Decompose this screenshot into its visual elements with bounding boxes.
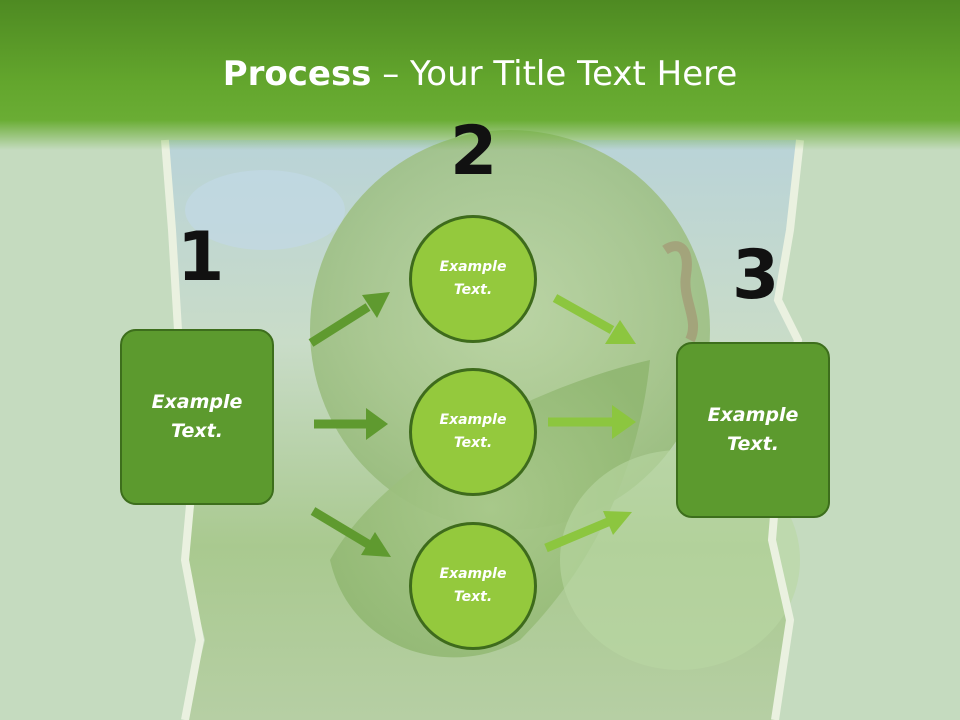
circle-top-line1: Example <box>439 259 507 275</box>
circle-bottom-line2: Text. <box>453 589 493 605</box>
title-bold: Process <box>222 54 372 94</box>
left-box-line1: Example <box>151 391 243 413</box>
middle-circle-center: Example Text. <box>409 368 537 496</box>
middle-circle-top: Example Text. <box>409 215 537 343</box>
circle-center-line1: Example <box>439 412 507 428</box>
circle-center-line2: Text. <box>453 435 493 451</box>
step-number-2: 2 <box>450 112 498 191</box>
left-step-box: Example Text. <box>120 329 274 505</box>
circle-top-line2: Text. <box>453 282 493 298</box>
left-box-line2: Text. <box>171 420 223 442</box>
step-number-3: 3 <box>732 236 780 315</box>
right-step-box: Example Text. <box>676 342 830 518</box>
right-box-line1: Example <box>707 404 799 426</box>
step-number-1: 1 <box>177 218 225 297</box>
circle-bottom-line1: Example <box>439 566 507 582</box>
title-rest: – Your Title Text Here <box>371 54 738 94</box>
slide-title: Process – Your Title Text Here <box>0 52 960 96</box>
middle-circle-bottom: Example Text. <box>409 522 537 650</box>
title-bar <box>0 0 960 150</box>
right-box-line2: Text. <box>727 433 779 455</box>
